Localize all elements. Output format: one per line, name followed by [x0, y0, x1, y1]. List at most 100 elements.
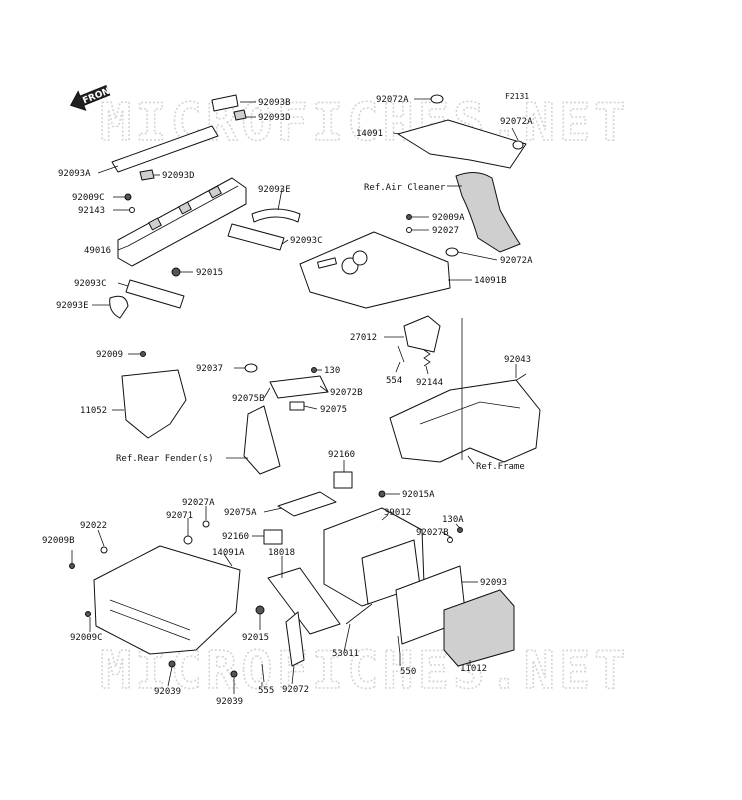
grommet-92071-icon — [183, 535, 193, 545]
label-92009: 92009 — [96, 350, 123, 360]
foam-block-92093d-mid-part — [139, 169, 155, 181]
label-92093d-mid: 92093D — [162, 171, 195, 181]
label-92093e-top: 92093E — [258, 185, 291, 195]
label-554: 554 — [386, 376, 402, 386]
label-92093b-top: 92093B — [258, 98, 291, 108]
label-53011: 53011 — [332, 649, 359, 659]
label-92093-right: 92093 — [480, 578, 507, 588]
label-92015-bottom: 92015 — [242, 633, 269, 643]
part-labels: 92093B 92093D 92093A 92093D 92009C 92143… — [42, 95, 533, 707]
leader-lines — [71, 98, 519, 694]
label-92015a: 92015A — [402, 490, 435, 500]
bracket-92022-icon — [100, 546, 108, 554]
label-92009a: 92009A — [432, 213, 465, 223]
clamp-92072a-mid-icon — [445, 247, 459, 257]
pad-92160-top-icon — [333, 471, 353, 489]
label-11012: 11012 — [460, 664, 487, 674]
label-92093c-right: 92093C — [290, 236, 323, 246]
label-92043: 92043 — [504, 355, 531, 365]
foam-curve-92093e-left-part — [109, 295, 129, 319]
label-ref-air-cleaner: Ref.Air Cleaner — [364, 183, 446, 193]
label-555: 555 — [258, 686, 274, 696]
label-92093e-left: 92093E — [56, 301, 89, 311]
label-14091: 14091 — [356, 129, 383, 139]
nut-92015-top-icon — [171, 267, 181, 277]
pad-92160-mid-icon — [263, 529, 283, 545]
foam-strip-92093a-part — [111, 125, 219, 173]
foam-curve-92093e-top-part — [251, 208, 301, 223]
label-14091b: 14091B — [474, 276, 507, 286]
label-92039-left: 92039 — [154, 687, 181, 697]
label-92075b: 92075B — [232, 394, 265, 404]
label-92022: 92022 — [80, 521, 107, 531]
figure-code: F2131 — [505, 92, 529, 101]
label-18018: 18018 — [268, 548, 295, 558]
cover-plate-14091-part — [397, 119, 527, 169]
cover-14091a-part — [93, 545, 241, 655]
bolt-130-icon — [311, 367, 317, 373]
collar-92027a-icon — [202, 520, 210, 528]
label-92039-bottom: 92039 — [216, 697, 243, 707]
label-92027b: 92027B — [416, 528, 449, 538]
label-92009b: 92009B — [42, 536, 75, 546]
label-92027: 92027 — [432, 226, 459, 236]
label-130: 130 — [324, 366, 340, 376]
bolt-92039-left-icon — [168, 660, 176, 668]
bracket-92072b-part — [269, 375, 329, 399]
label-92093a: 92093A — [58, 169, 91, 179]
clamp-92037-icon — [244, 363, 258, 373]
bolt-130a-icon — [457, 527, 463, 533]
label-92037: 92037 — [196, 364, 223, 374]
bolt-92009-icon — [140, 351, 146, 357]
label-92160-mid: 92160 — [222, 532, 249, 542]
label-92071: 92071 — [166, 511, 193, 521]
bolt-92039-bottom-icon — [230, 670, 238, 678]
foam-strip-92093c-right-part — [227, 223, 285, 251]
label-130a: 130A — [442, 515, 464, 525]
support-bracket-49016-part — [117, 177, 247, 267]
label-92027a: 92027A — [182, 498, 215, 508]
hook-92072-part — [285, 611, 305, 667]
label-11052: 11052 — [80, 406, 107, 416]
pin-555-icon — [261, 663, 265, 683]
label-ref-frame: Ref.Frame — [476, 462, 525, 472]
bolt-92009c-bottom-icon — [85, 611, 91, 617]
nut-92015-bottom-icon — [255, 605, 265, 615]
mounting-plate-11052-part — [121, 369, 187, 439]
label-92009c-bottom: 92009C — [70, 633, 103, 643]
washer-92027-icon — [406, 227, 412, 233]
bolt-53011-part — [345, 603, 373, 625]
clamp-92072a-top-icon — [430, 94, 444, 104]
label-92015-top: 92015 — [196, 268, 223, 278]
label-27012: 27012 — [350, 333, 377, 343]
label-39012: 39012 — [384, 508, 411, 518]
label-92009c-top: 92009C — [72, 193, 105, 203]
label-92075: 92075 — [320, 405, 347, 415]
label-49016: 49016 — [84, 246, 111, 256]
foam-strip-92093b-part — [211, 94, 239, 112]
bolt-92009b-icon — [69, 563, 75, 569]
label-92072a-top: 92072A — [376, 95, 409, 105]
label-92075a: 92075A — [224, 508, 257, 518]
bracket-92075b-part — [243, 405, 281, 475]
bolt-92009a-icon — [406, 214, 412, 220]
label-14091a: 14091A — [212, 548, 245, 558]
washer-92027b-icon — [447, 537, 453, 543]
label-92072a-mid: 92072A — [500, 256, 533, 266]
plate-14091b-part — [299, 231, 451, 309]
foam-strip-92093c-left-part — [125, 279, 185, 309]
pin-550-icon — [397, 635, 401, 655]
battery-11012-part — [443, 589, 515, 667]
label-92093c-left: 92093C — [74, 279, 107, 289]
label-92143: 92143 — [78, 206, 105, 216]
label-550: 550 — [400, 667, 416, 677]
label-92160-top: 92160 — [328, 450, 355, 460]
nut-92015a-icon — [378, 490, 386, 498]
foam-block-92093d-top-part — [233, 109, 247, 121]
bolt-92009c-top-icon — [124, 193, 132, 201]
label-92072: 92072 — [282, 685, 309, 695]
collar-92143-icon — [129, 207, 135, 213]
pad-92075a-part — [277, 491, 337, 517]
label-92072a-right: 92072A — [500, 117, 533, 127]
